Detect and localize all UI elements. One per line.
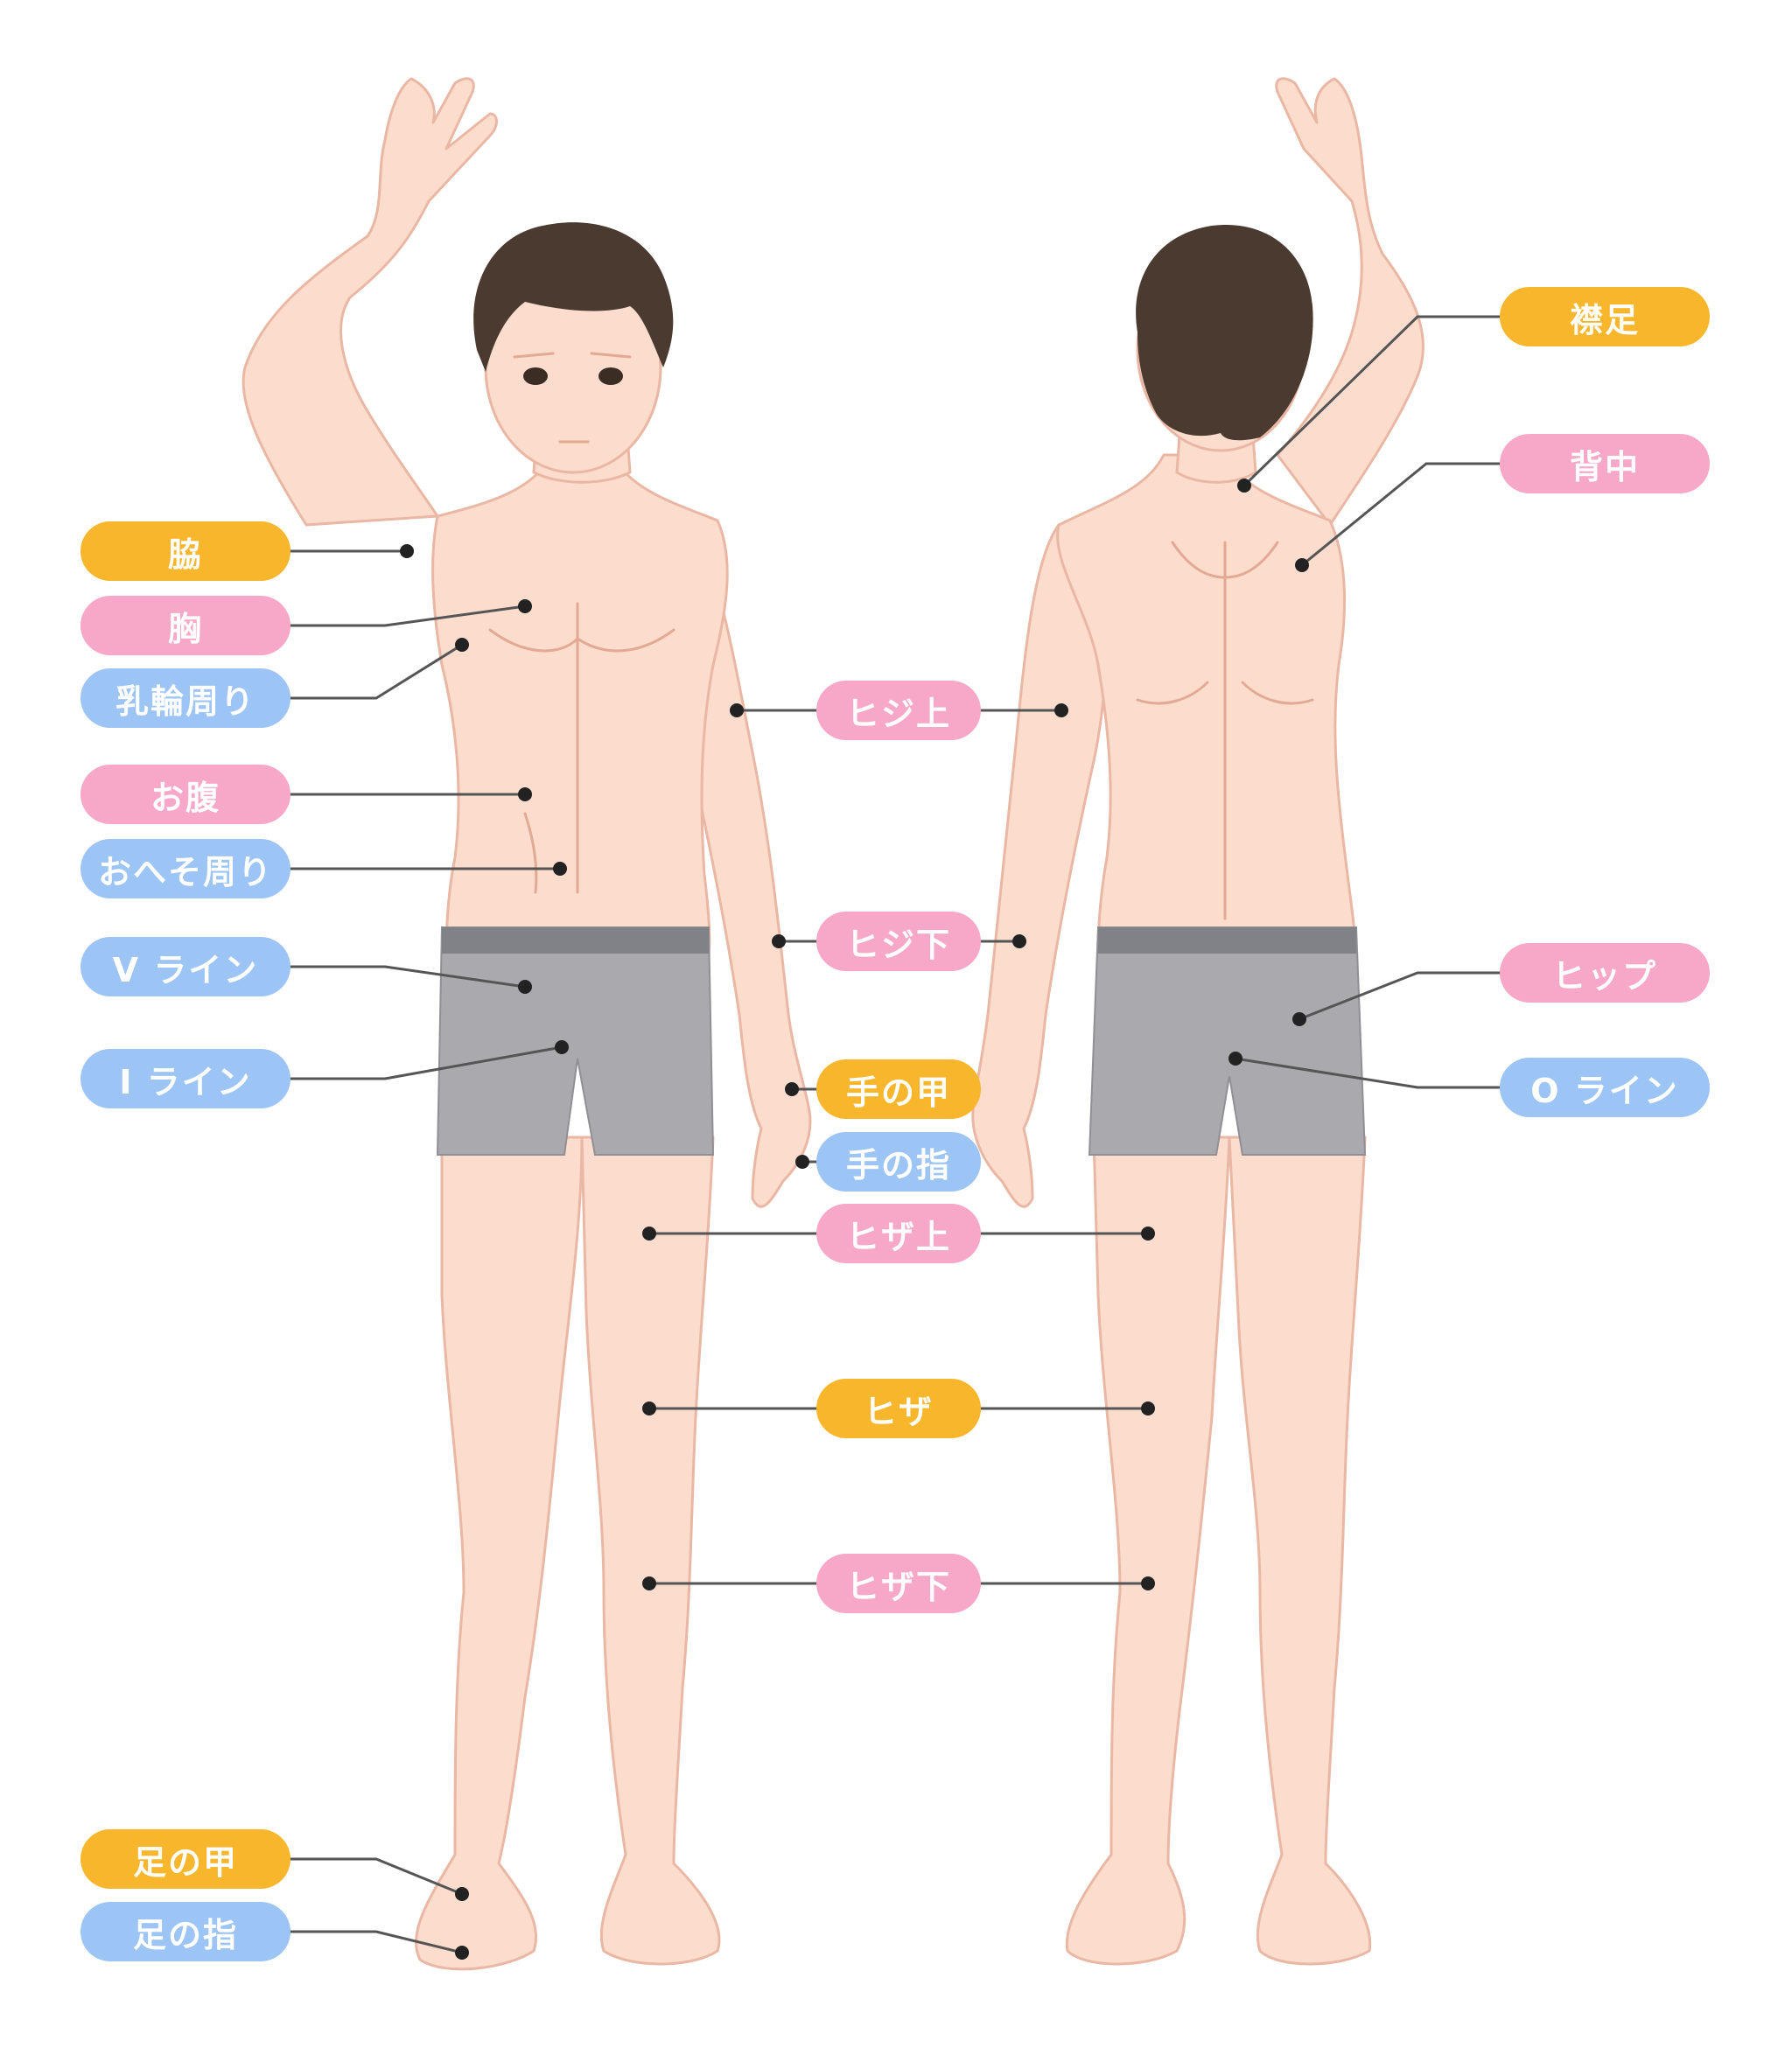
front-right-leg xyxy=(415,1136,584,1971)
leader-ashi-kou xyxy=(289,1857,463,1896)
dot-hiza-shita-front xyxy=(642,1576,656,1590)
label-nyurin: 乳輪周り xyxy=(80,668,290,728)
back-hair xyxy=(1136,224,1313,441)
front-hair xyxy=(473,222,674,372)
dot-hiza-back xyxy=(1141,1401,1155,1415)
label-oheso: おへそ周り xyxy=(80,839,290,898)
dot-iline xyxy=(555,1040,569,1054)
dot-hiza-shita-back xyxy=(1141,1576,1155,1590)
label-hiza-ue: ヒザ上 xyxy=(816,1204,981,1263)
leader-eriashi xyxy=(1242,315,1503,487)
dot-vline xyxy=(518,980,532,994)
leader-nyurin xyxy=(289,643,463,700)
leader-vline xyxy=(289,965,526,989)
front-shorts xyxy=(436,926,715,1156)
front-figure xyxy=(242,77,812,1971)
dot-hiza-ue-front xyxy=(642,1227,656,1241)
dot-ashi-yubi xyxy=(455,1946,469,1960)
dot-oheso xyxy=(553,862,567,876)
label-eriashi: 襟足 xyxy=(1500,287,1710,346)
dot-hiji-shita-back xyxy=(1012,934,1026,948)
front-raised-arm xyxy=(242,77,498,527)
dot-senaka xyxy=(1295,558,1309,572)
leader-ashi-yubi xyxy=(289,1930,463,1954)
leader-mune xyxy=(289,605,526,627)
label-hiza: ヒザ xyxy=(816,1379,981,1438)
label-hiza-shita: ヒザ下 xyxy=(816,1554,981,1613)
dot-waki xyxy=(400,544,414,558)
leader-iline xyxy=(289,1045,563,1080)
front-torso xyxy=(431,453,729,955)
label-hip: ヒップ xyxy=(1500,943,1710,1003)
dot-hiza-front xyxy=(642,1401,656,1415)
label-hiji-shita: ヒジ下 xyxy=(816,912,981,971)
label-te-yubi: 手の指 xyxy=(816,1132,981,1192)
label-mune: 胸 xyxy=(80,596,290,655)
dot-hiji-ue-front xyxy=(730,703,744,717)
dot-eriashi xyxy=(1237,479,1251,493)
back-shorts xyxy=(1088,926,1367,1156)
label-senaka: 背中 xyxy=(1500,434,1710,493)
front-waistband xyxy=(442,927,709,954)
front-muscle-lines xyxy=(488,602,676,894)
front-left-eye xyxy=(523,367,548,385)
dot-hiji-ue-back xyxy=(1054,703,1068,717)
front-left-leg xyxy=(580,1136,721,1966)
leader-dots xyxy=(400,479,1309,1960)
dot-hiza-ue-back xyxy=(1141,1227,1155,1241)
dot-hiji-shita-front xyxy=(772,934,786,948)
back-muscle-lines xyxy=(1136,541,1314,920)
back-raised-arm xyxy=(1275,77,1424,527)
dot-te-yubi xyxy=(795,1155,809,1169)
dot-ashi-kou xyxy=(455,1887,469,1901)
label-iline: I ライン xyxy=(80,1049,290,1108)
leader-hip xyxy=(1298,971,1503,1021)
dot-hip xyxy=(1292,1012,1306,1026)
dot-onaka xyxy=(518,787,532,801)
label-onaka: お腹 xyxy=(80,765,290,824)
label-waki: 脇 xyxy=(80,521,290,581)
back-hanging-arm xyxy=(971,523,1110,1208)
label-ashi-kou: 足の甲 xyxy=(80,1829,290,1889)
back-figure xyxy=(971,77,1424,1966)
dot-mune xyxy=(518,599,532,613)
front-brows xyxy=(513,352,632,359)
back-left-leg xyxy=(1228,1136,1372,1966)
label-hiji-ue: ヒジ上 xyxy=(816,681,981,740)
label-ashi-yubi: 足の指 xyxy=(80,1902,290,1961)
back-waistband xyxy=(1098,927,1356,954)
leader-oline xyxy=(1235,1057,1503,1089)
front-right-eye xyxy=(598,367,623,385)
dot-oline xyxy=(1228,1052,1242,1066)
label-vline: V ライン xyxy=(80,937,290,996)
back-right-leg xyxy=(1065,1136,1231,1966)
dot-te-kou xyxy=(785,1082,799,1096)
dot-nyurin xyxy=(455,638,469,652)
label-te-kou: 手の甲 xyxy=(816,1059,981,1119)
label-oline: O ライン xyxy=(1500,1058,1710,1117)
leader-senaka xyxy=(1301,462,1503,567)
